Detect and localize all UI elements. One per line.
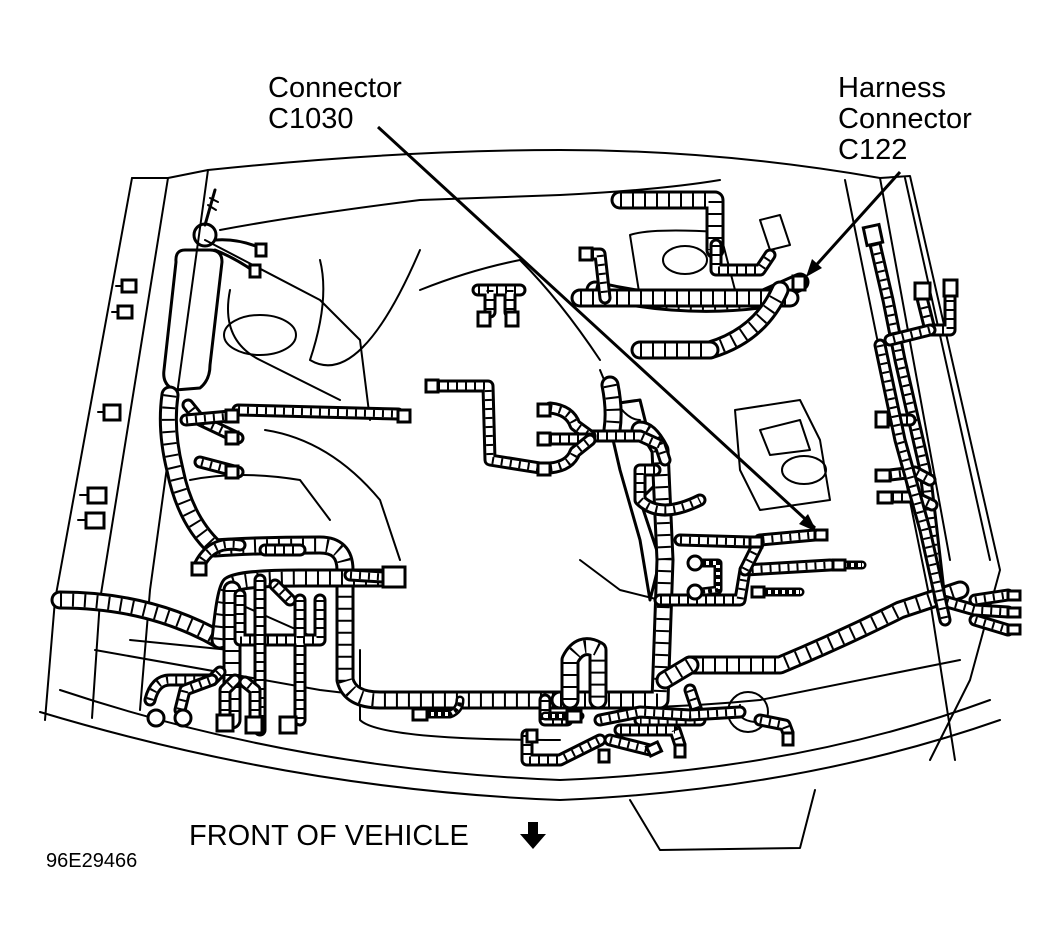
harness-segment (549, 437, 593, 472)
harness-segment (59, 593, 224, 646)
harness-segment (973, 591, 1010, 634)
harness-segment (886, 326, 934, 344)
harness-connectors (146, 222, 1022, 764)
callout-c1030-line2: C1030 (268, 103, 354, 135)
c122-arrowhead (806, 259, 822, 277)
harness-segment (656, 561, 834, 604)
callout-c122-line3: C122 (838, 134, 908, 166)
harness-segment (613, 193, 722, 257)
harness-segment (549, 404, 593, 439)
harness-segment (478, 286, 520, 312)
harness-segment (636, 466, 702, 514)
harness-segment (640, 688, 704, 724)
vehicle-body-outline (39, 149, 1001, 851)
harness-segment (272, 571, 384, 603)
harness-segment (523, 731, 604, 764)
harness-segment (236, 546, 324, 720)
harness-segment (161, 394, 560, 707)
connector (248, 263, 262, 279)
harness-segment (199, 458, 239, 476)
harness-segment (697, 558, 723, 597)
harness-segment (146, 668, 224, 704)
callout-c1030: Connector C1030 (268, 73, 402, 135)
harness-segment (185, 412, 231, 424)
callout-c122: Harness Connector C122 (838, 73, 972, 166)
harness-segment (427, 699, 462, 716)
left-fender-connectors (77, 278, 138, 530)
c1030-arrowhead (799, 514, 817, 532)
callout-leaders (376, 125, 902, 532)
harness-segment (603, 378, 620, 437)
harness-segment (592, 250, 609, 299)
harness-segment (712, 245, 773, 274)
connector (254, 242, 268, 258)
harness-segment (708, 287, 786, 357)
left-module (162, 188, 268, 392)
harness-segment (661, 659, 694, 686)
harness-segment (701, 561, 720, 594)
harness-segment (221, 677, 238, 720)
c1030-leader-line (376, 125, 817, 530)
harness-segment (176, 676, 216, 714)
harness-segment (676, 536, 754, 546)
c122-leader-line (808, 170, 902, 274)
harness-segment (690, 583, 963, 672)
harness-segment (242, 679, 259, 720)
harness-segment (876, 341, 949, 624)
harness-segment (596, 708, 744, 724)
down-arrow-icon (520, 822, 546, 849)
harness-segment (889, 468, 932, 484)
harness-segment (918, 294, 954, 334)
harness-segment (434, 382, 544, 472)
figure-id: 96E29466 (46, 850, 138, 872)
wiring-harnesses (50, 190, 1015, 767)
callout-c1030-line1: Connector (268, 72, 402, 104)
harness-segment (756, 716, 792, 737)
harness-segment (588, 432, 669, 462)
harness-segment (620, 726, 684, 747)
harness-segment (563, 640, 605, 707)
harness-segment (610, 190, 725, 260)
harness-segment (234, 406, 402, 418)
callout-c122-line2: Connector (838, 103, 972, 135)
harness-segment (185, 402, 240, 442)
orientation-label: FRONT OF VEHICLE (189, 820, 469, 852)
callout-c122-line1: Harness (838, 72, 946, 104)
harness-segment (606, 736, 654, 754)
